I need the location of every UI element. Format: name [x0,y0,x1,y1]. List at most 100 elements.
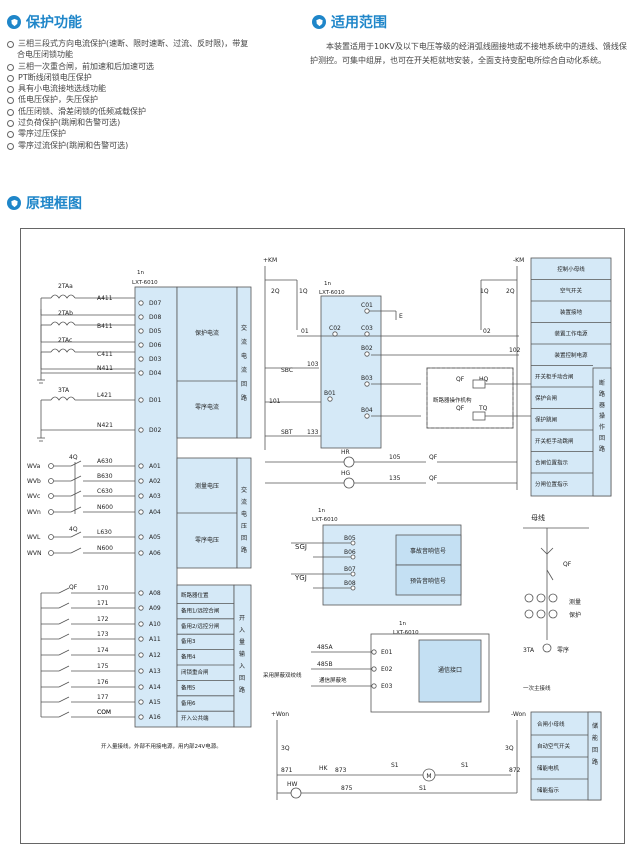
breaker-group-label: 路 [599,390,605,398]
input-group-label: 量 [239,639,245,646]
terminal-label: D07 [149,300,161,307]
control-label: 保护跳闸 [535,416,557,424]
terminal-label: D05 [149,328,161,335]
signal-label: 预告音响信号 [410,577,446,585]
trip-coil [472,411,486,421]
ct-core-icon [548,593,558,603]
terminal-A05 [138,534,144,540]
ct-core-icon [536,593,546,603]
wire-label: 177 [97,694,109,701]
terminal-A16 [138,714,144,720]
device-id: 1n [318,508,325,514]
terminal-label: D04 [149,370,161,377]
button-label: SBT [281,429,293,436]
comm-label: 通信接口 [438,666,462,674]
current-input-panel [176,286,238,439]
wire-label: A630 [97,458,113,465]
storage-label: 自动空气开关 [537,742,571,750]
wire-label: 485A [317,644,333,651]
wire-label: 871 [281,767,293,774]
wire-label: L421 [97,392,112,399]
storage-group-label: 路 [592,758,598,766]
input-label: 开入公共端 [181,714,209,722]
terminal-D07 [138,300,144,306]
shield-icon [7,196,21,210]
wire-label: C630 [97,488,113,495]
ct-label: 2TAb [58,310,73,317]
terminal-label: B01 [324,390,336,397]
terminal-A11 [138,636,144,642]
terminal-A04 [138,509,144,515]
voltage-group-label: 交 [241,486,247,494]
coil-label: TQ [478,405,488,412]
wire-label: 171 [97,600,109,607]
ct-coil [50,348,76,353]
list-item: 三相一次重合闸，前加速和后加速可选 [7,61,307,72]
wire-label: 174 [97,647,109,654]
wire-label: N600 [97,545,113,552]
storage-group-label: 回 [592,747,598,754]
terminal-label: C01 [361,302,373,309]
control-label: 装置接地 [560,308,583,316]
switch-label: S1 [461,762,469,769]
wire-label: 02 [483,328,491,335]
shield-icon [7,15,21,29]
wire-label: COM [97,709,111,716]
wire-label: 485B [317,661,333,668]
terminal-A03 [138,493,144,499]
terminal-label: A03 [149,493,161,500]
terminal-D02 [138,427,144,433]
storage-group-label: 储 [592,722,598,730]
contact [58,587,70,594]
ct-core-icon [548,609,558,619]
ct-core-icon [524,593,534,603]
terminal-label: A10 [149,621,161,628]
switch-label: S1 [391,762,399,769]
km-plus: +KM [263,257,277,264]
list-item: 过负荷保护(跳闸和告警可选) [7,117,307,128]
terminal-label: D02 [149,427,161,434]
terminal-A10 [138,621,144,627]
km-minus: -KM [513,257,524,264]
input-note: 开入量接线，外部不用接电源，用内部24V电源。 [101,742,222,750]
wire-label: 105 [389,454,401,461]
wire-label: 176 [97,679,109,686]
terminal-label: D03 [149,356,161,363]
qf-label: QF [456,376,465,383]
wire-label: 102 [509,347,521,354]
contact [58,696,70,703]
terminal-label: B05 [344,535,356,542]
voltage-group-label: 回 [241,535,247,542]
scope-title: 适用范围 [331,15,387,31]
wire-label: 170 [97,585,109,592]
terminal-E02 [371,666,377,672]
terminal-label: A08 [149,590,161,597]
terminal-label: B03 [361,375,373,382]
voltage-group-label: 电 [241,510,247,518]
ct-coil [50,321,76,326]
list-item: 具有小电流接地选线功能 [7,83,307,94]
terminal-D06 [138,342,144,348]
breaker [546,569,554,581]
device-id: 1n [399,621,406,627]
wire-label: B630 [97,473,113,480]
terminal-B04 [364,413,370,419]
breaker-mechanism-label: 断路器操作机构 [433,396,472,404]
terminal-label: A01 [149,463,161,470]
switch-label: 1Q [480,288,489,295]
vt-terminal [48,478,54,484]
current-group-label-box [236,286,252,439]
button-label: SBC [281,367,293,374]
input-group-label: 开 [239,615,245,622]
ct-coil [50,396,76,401]
device-id: 1n [324,281,331,287]
diagram-title: 原理框图 [26,196,82,212]
signal-label: 事故音响信号 [410,547,446,555]
voltage-group-label: 压 [241,523,247,530]
comm-label-box [418,639,482,703]
input-group-label: 入 [239,627,245,634]
input-label: 备用3 [181,637,196,645]
terminal-label: A14 [149,684,161,691]
contact [58,602,70,609]
